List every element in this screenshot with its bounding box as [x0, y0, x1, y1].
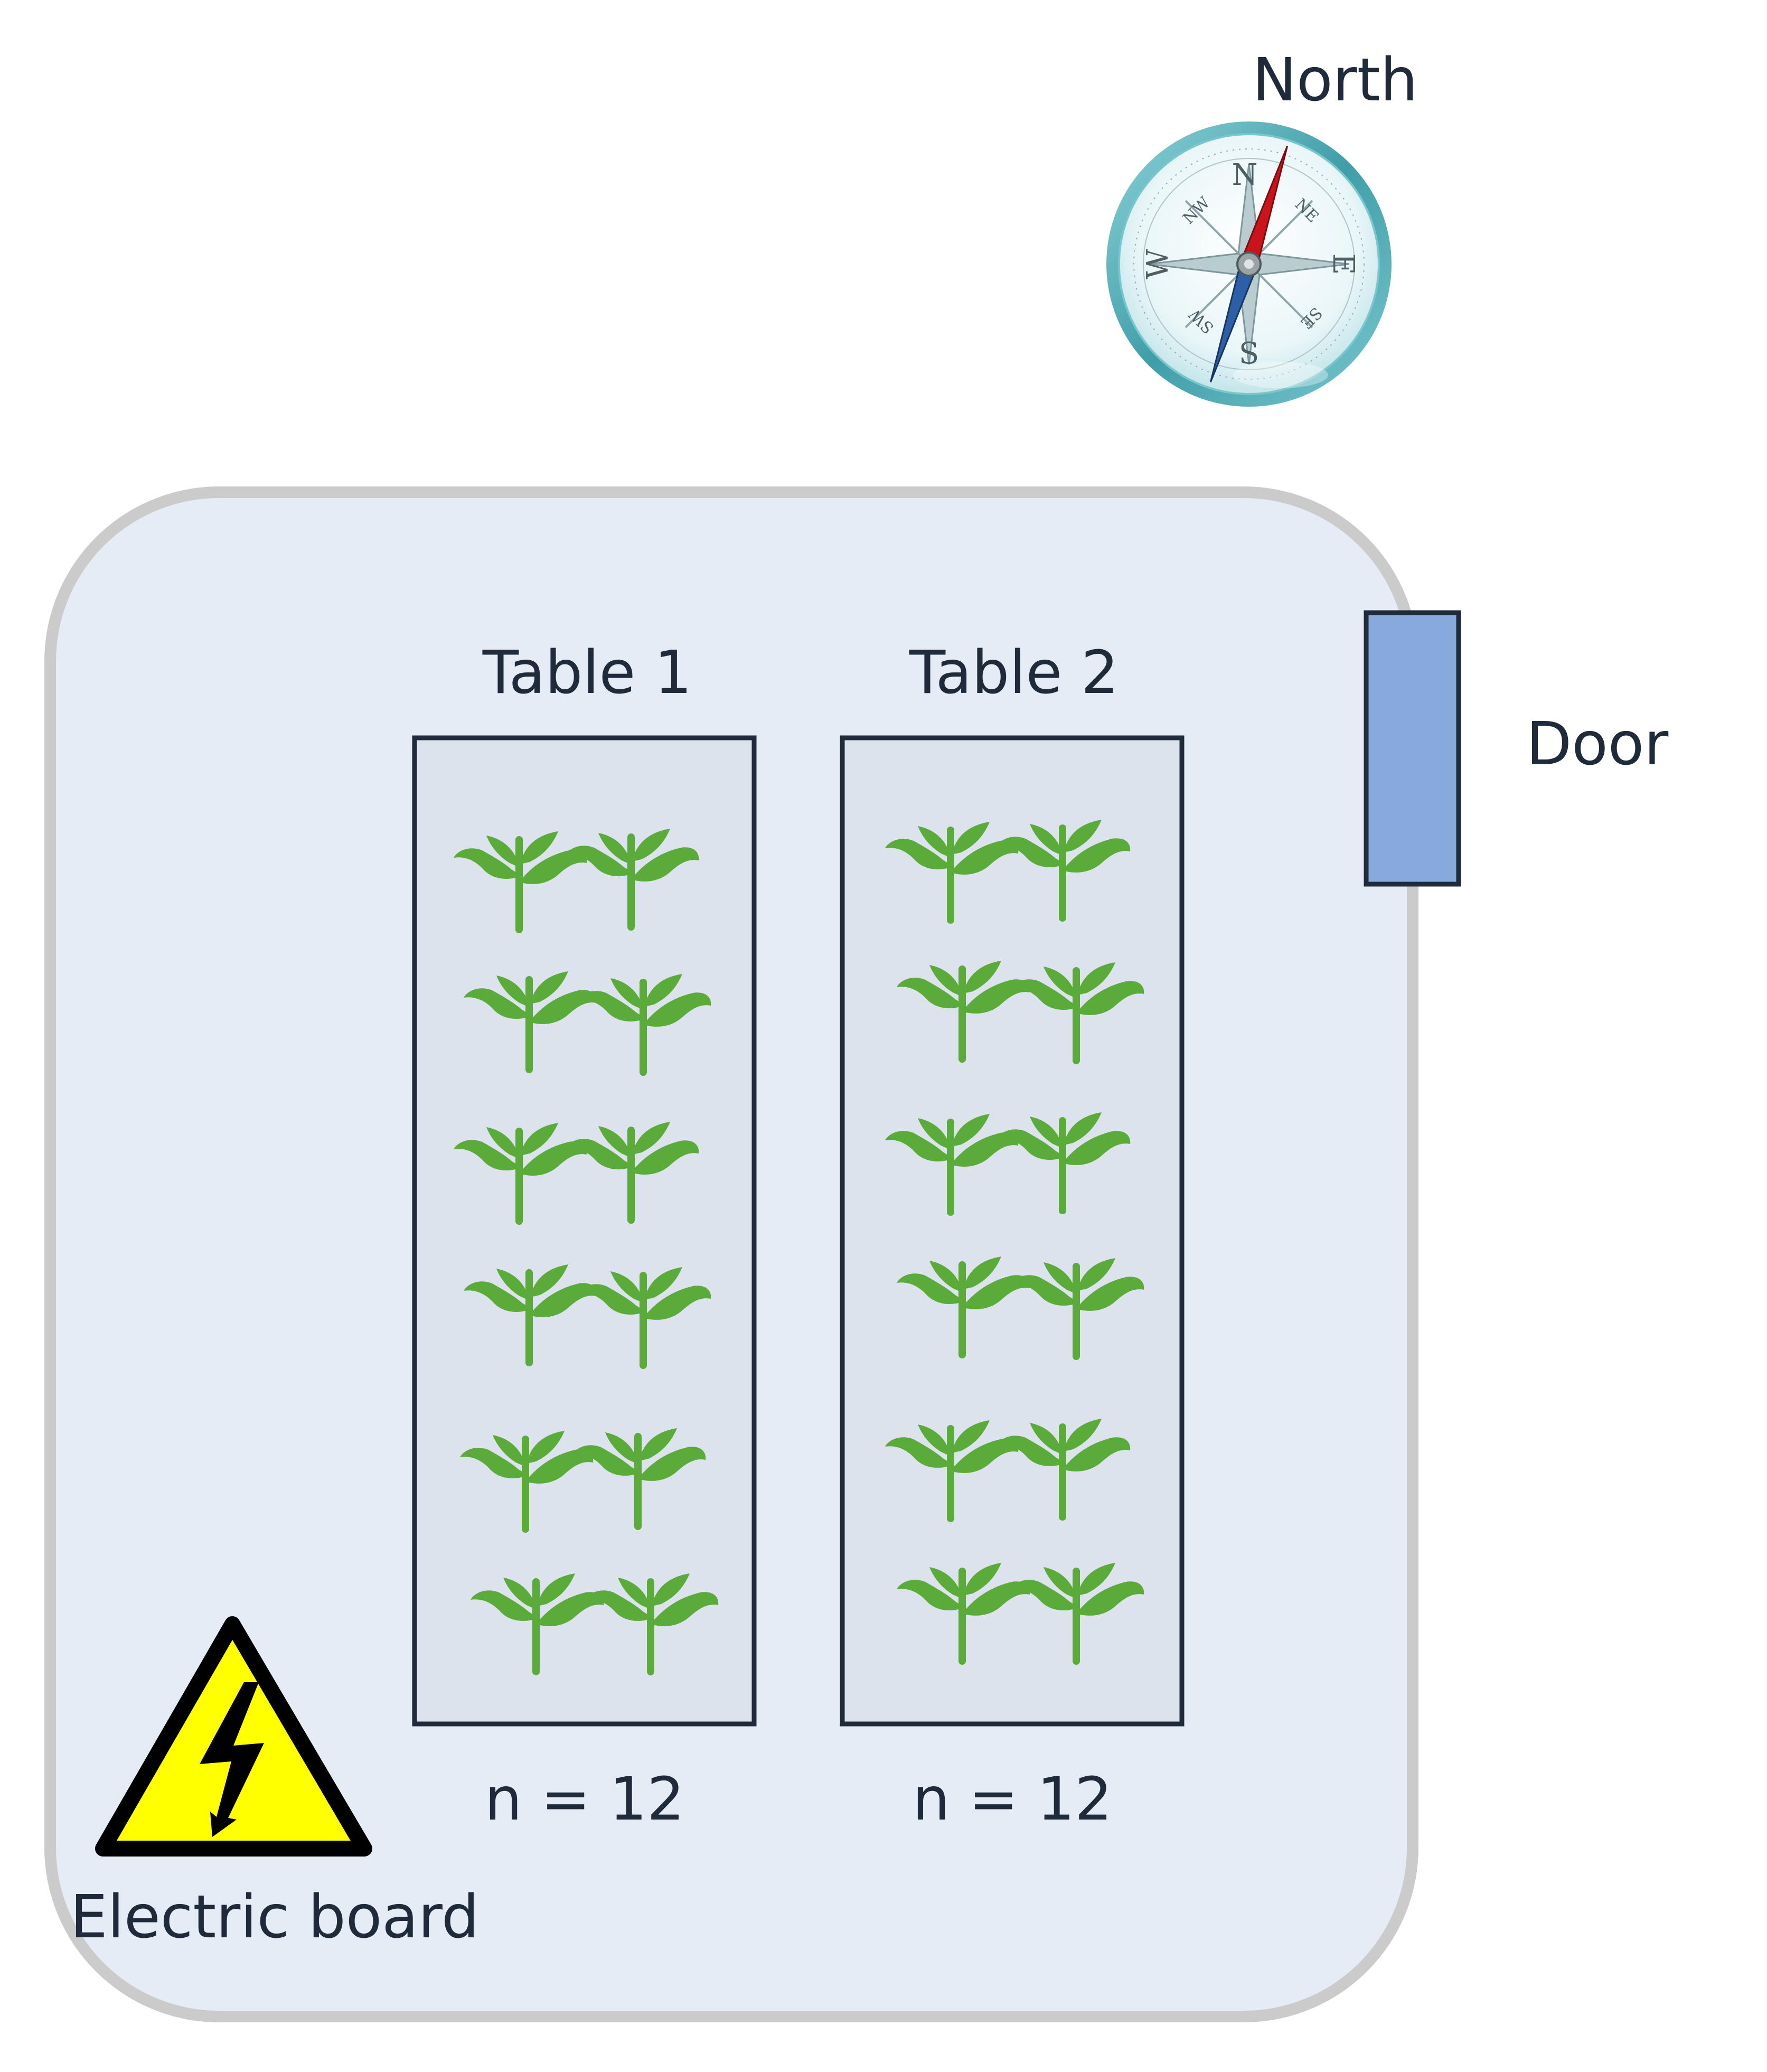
high-voltage-warning-icon	[95, 1616, 372, 1857]
compass-w-letter: W	[1141, 249, 1175, 279]
table-1-title: Table 1	[482, 639, 692, 707]
compass-e-letter: E	[1326, 254, 1360, 275]
door	[1364, 610, 1461, 887]
table-1	[412, 735, 757, 1727]
table-2-title: Table 2	[909, 639, 1119, 707]
compass-icon: N E S W NW NE SE SW	[1106, 121, 1392, 407]
table-1-count: n = 12	[485, 1765, 685, 1834]
door-label: Door	[1526, 710, 1669, 779]
compass-n-letter: N	[1232, 158, 1258, 192]
compass-s-letter: S	[1239, 336, 1259, 371]
table-2-count: n = 12	[913, 1765, 1113, 1834]
table-2	[840, 735, 1185, 1727]
north-label: North	[1252, 46, 1417, 115]
electric-board-label: Electric board	[70, 1883, 479, 1952]
